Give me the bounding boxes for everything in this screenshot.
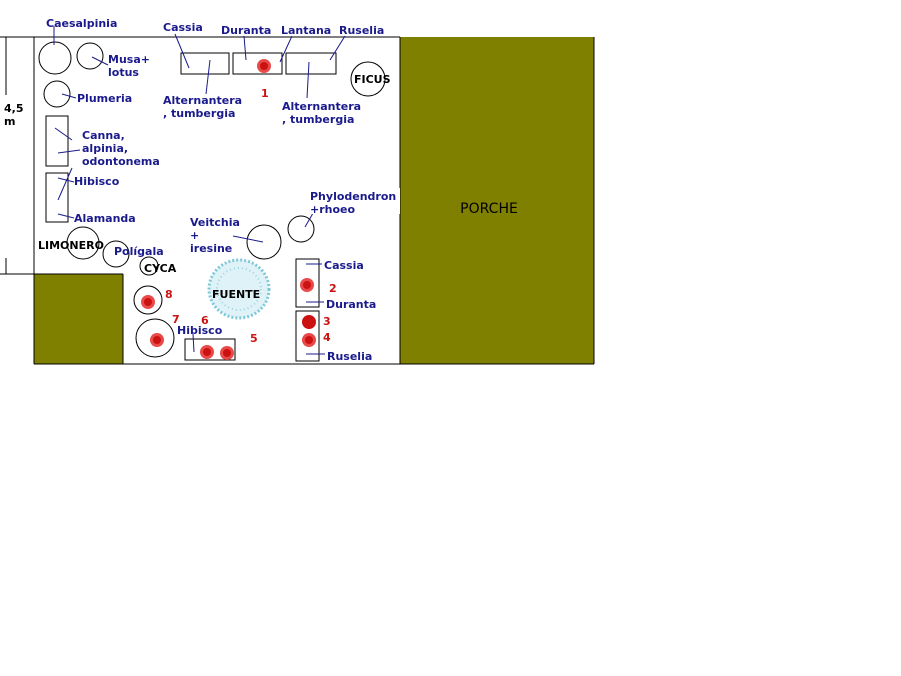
hibisco-bottom-label: Hibisco bbox=[177, 324, 223, 337]
caesalpinia-label: Caesalpinia bbox=[46, 17, 117, 30]
marker-4: 4 bbox=[323, 331, 331, 344]
neighbour-area bbox=[34, 274, 123, 364]
duranta-right-label: Duranta bbox=[326, 298, 376, 311]
cassia-top-label: Cassia bbox=[163, 21, 203, 34]
duranta-top-label: Duranta bbox=[221, 24, 271, 37]
porche-label: PORCHE bbox=[460, 201, 518, 217]
veitchia-label-1: Veitchia bbox=[190, 216, 240, 229]
veitchia-circle bbox=[246, 224, 282, 260]
phylodendron-label-2: +rhoeo bbox=[310, 203, 355, 216]
porche-area bbox=[400, 37, 594, 364]
marker-7: 7 bbox=[172, 313, 180, 326]
musa-label-1: Musa+ bbox=[108, 53, 150, 66]
dimension-marker: 4,5 m bbox=[0, 36, 34, 275]
hibisco-left-label: Hibisco bbox=[74, 175, 120, 188]
canna-label-3: odontonema bbox=[82, 155, 160, 168]
limonero-label: LIMONERO bbox=[38, 239, 104, 252]
dimension-unit: m bbox=[4, 115, 15, 128]
fountain: FUENTE bbox=[207, 258, 271, 320]
cyca-circle bbox=[139, 256, 159, 276]
lantana-ruselia-bed bbox=[285, 52, 337, 75]
musa-circle bbox=[76, 42, 104, 70]
caesalpinia-circle bbox=[38, 41, 72, 75]
poligala-circle bbox=[102, 240, 130, 268]
plumeria-label: Plumeria bbox=[77, 92, 132, 105]
marker-2: 2 bbox=[329, 282, 337, 295]
alternantera-right-label-1: Alternantera bbox=[282, 100, 361, 113]
cassia-right-label: Cassia bbox=[324, 259, 364, 272]
flower-clusters bbox=[141, 59, 316, 360]
veitchia-label-3: iresine bbox=[190, 242, 232, 255]
alamanda-label: Alamanda bbox=[74, 212, 136, 225]
veitchia-label-2: + bbox=[190, 229, 199, 242]
cassia-top-bed bbox=[180, 52, 230, 75]
canna-bed bbox=[45, 115, 69, 167]
dimension-value: 4,5 bbox=[4, 102, 24, 115]
plumeria-circle bbox=[43, 80, 71, 108]
marker-1: 1 bbox=[261, 87, 269, 100]
fuente-label: FUENTE bbox=[212, 288, 260, 301]
marker-6: 6 bbox=[201, 314, 209, 327]
alternantera-left-label-1: Alternantera bbox=[163, 94, 242, 107]
ficus-circle bbox=[350, 61, 386, 97]
marker-5: 5 bbox=[250, 332, 258, 345]
cyca-label: CYCA bbox=[144, 262, 177, 275]
ruselia-top-label: Ruselia bbox=[339, 24, 384, 37]
phylodendron-label-1: Phylodendron bbox=[310, 190, 396, 203]
marker-8: 8 bbox=[165, 288, 173, 301]
ruselia-right-label: Ruselia bbox=[327, 350, 372, 363]
limonero-circle bbox=[66, 226, 100, 260]
poligala-label: Polígala bbox=[114, 245, 164, 258]
canna-label-1: Canna, bbox=[82, 129, 125, 142]
phylodendron-circle bbox=[287, 215, 315, 243]
ficus-label: FICUS bbox=[354, 73, 391, 86]
hibisco-alamanda-bed bbox=[45, 172, 69, 223]
alternantera-left-label-2: , tumbergia bbox=[163, 107, 235, 120]
lantana-label: Lantana bbox=[281, 24, 331, 37]
canna-label-2: alpinia, bbox=[82, 142, 128, 155]
alternantera-right-label-2: , tumbergia bbox=[282, 113, 354, 126]
musa-label-2: lotus bbox=[108, 66, 139, 79]
marker-3: 3 bbox=[323, 315, 331, 328]
